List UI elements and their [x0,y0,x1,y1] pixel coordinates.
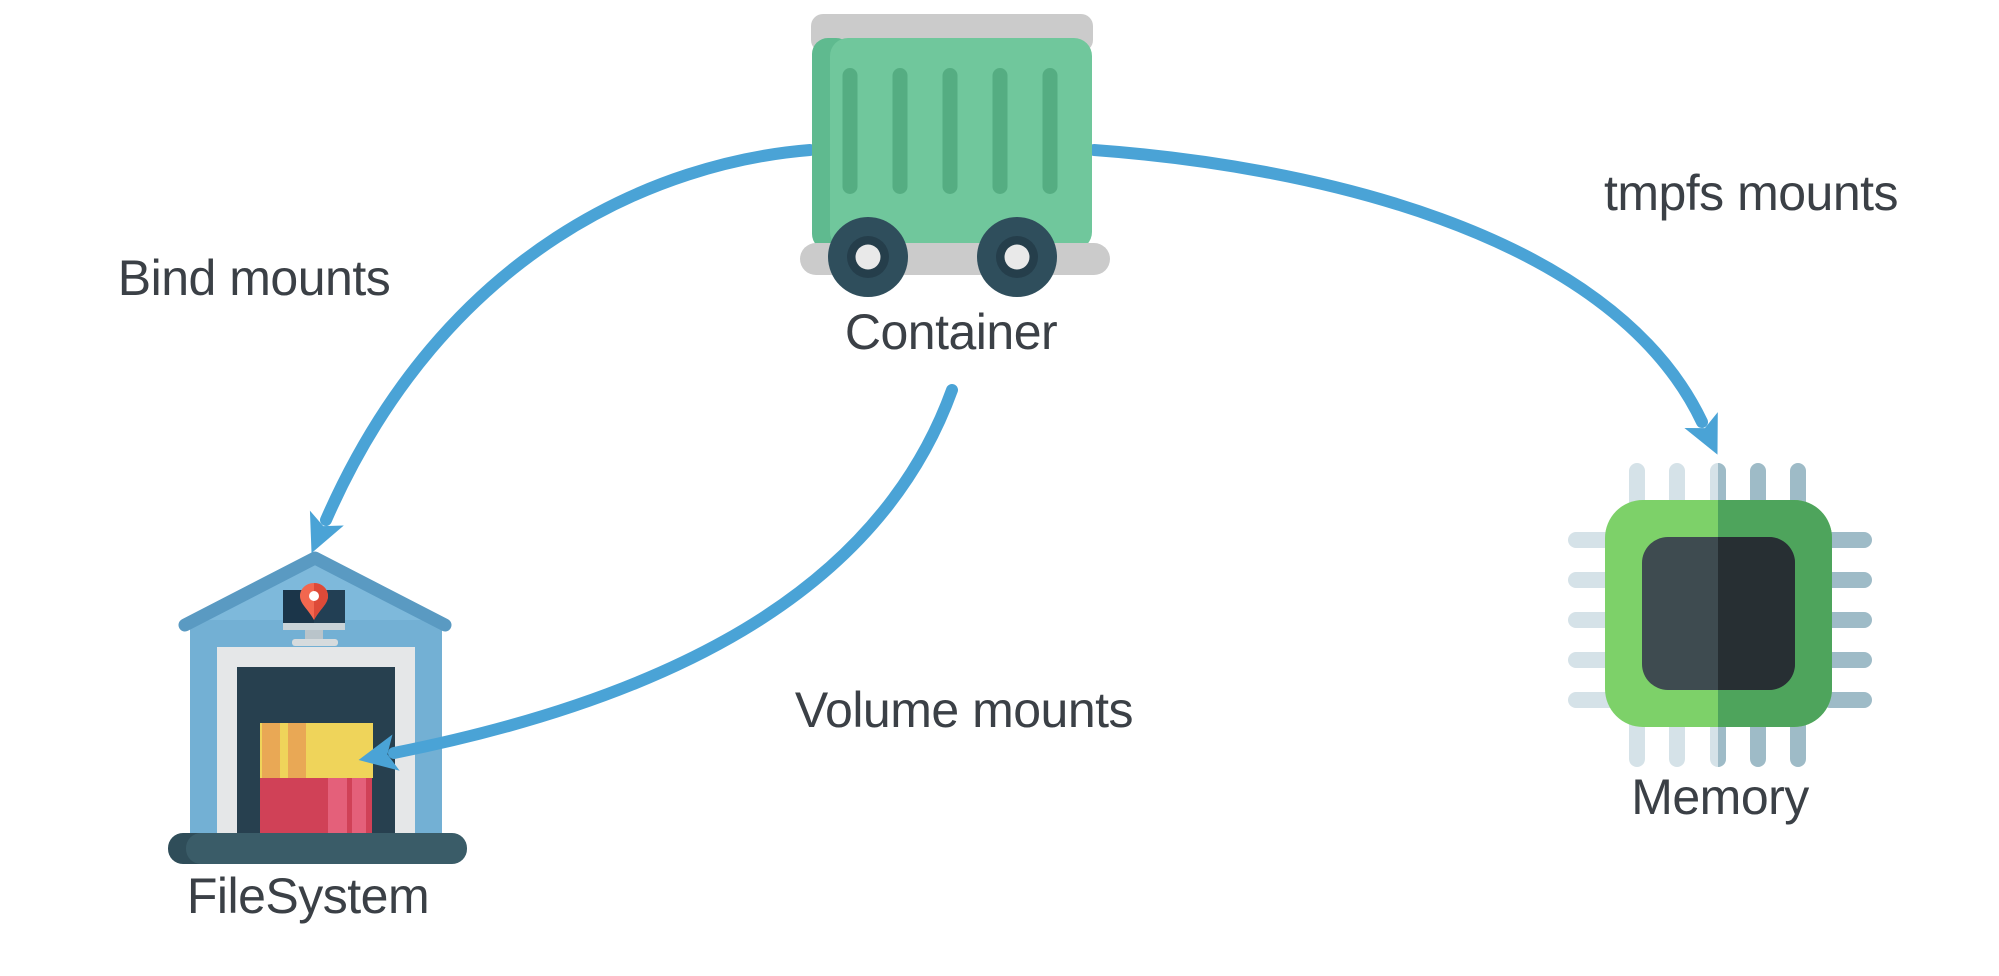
tmpfs-mounts-arrow [1088,144,1718,455]
container-wheel [977,217,1057,297]
bind-mounts-label: Bind mounts [117,250,391,306]
container-label: Container [844,304,1058,360]
bind-mounts-arrow [309,144,816,554]
chip-core [1642,537,1795,690]
freight-container-icon [800,14,1110,297]
volume-mounts-arrow [358,384,958,771]
location-pin-icon [300,583,328,620]
warehouse-storage-icon [168,551,467,864]
tmpfs-mounts-label: tmpfs mounts [1603,165,1899,221]
memory-label: Memory [1631,769,1809,825]
warehouse-platform [168,833,467,864]
filesystem-label: FileSystem [186,868,430,924]
cpu-memory-chip-icon [1568,463,1872,767]
volume-mounts-label: Volume mounts [794,682,1134,738]
storage-boxes [260,723,373,833]
container-wheel [828,217,908,297]
